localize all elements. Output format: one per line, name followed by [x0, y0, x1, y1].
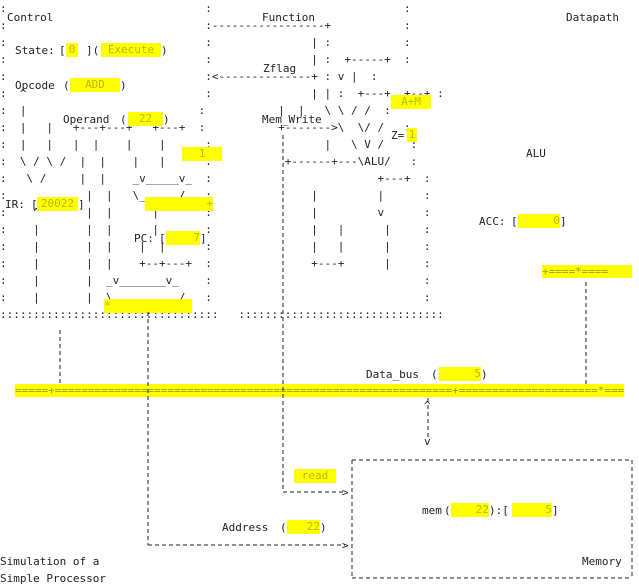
- svg-text:^: ^: [424, 399, 431, 412]
- data-bus-paren-close: ): [481, 368, 488, 381]
- pc-bracket-open: [: [159, 232, 166, 245]
- acc-label: ACC:: [479, 215, 506, 228]
- pc-increment-value: 1: [182, 147, 222, 161]
- zflag-label: Zflag: [263, 62, 297, 75]
- caption-line-1: Simulation of a: [0, 555, 100, 568]
- alu-op-value[interactable]: A+M: [391, 95, 431, 109]
- acc-value[interactable]: 0: [518, 214, 560, 228]
- acc-bracket-close: ]: [560, 215, 567, 228]
- function-title: Function: [262, 11, 315, 24]
- state-value[interactable]: 0: [66, 43, 78, 57]
- mem-op-value[interactable]: read: [294, 469, 336, 483]
- caption-line-2: Simple Processor: [0, 572, 106, 585]
- pc-label: PC:: [134, 232, 154, 245]
- alu-label: ALU: [526, 147, 546, 160]
- opcode-label: Opcode: [15, 79, 55, 92]
- state-bracket-close: ](: [86, 44, 100, 57]
- data-bus-paren-open: (: [431, 368, 438, 381]
- pc-bracket-close: ]: [200, 232, 207, 245]
- operand-paren-close: ): [163, 113, 170, 126]
- state-bracket-open: [: [59, 44, 66, 57]
- memory-title: Memory: [582, 555, 622, 568]
- ir-bracket-open: [: [31, 198, 38, 211]
- address-mux-output: *: [104, 299, 192, 313]
- address-label: Address: [222, 521, 269, 534]
- z-label: Z=: [391, 129, 405, 142]
- operand-paren-open: (: [120, 113, 127, 126]
- data-bus-value[interactable]: 5: [439, 367, 481, 381]
- pc-value[interactable]: 7: [166, 231, 200, 245]
- svg-text:v: v: [424, 435, 431, 448]
- memory-cell-label: mem: [422, 504, 442, 517]
- mem-write-label: Mem_Write: [262, 113, 322, 126]
- svg-text:>: >: [342, 486, 349, 499]
- state-paren-close: ): [161, 44, 168, 57]
- address-paren-close: ): [320, 521, 327, 534]
- address-paren-open: (: [280, 521, 287, 534]
- opcode-paren-close: ): [120, 79, 127, 92]
- pc-adder-output: +: [145, 197, 213, 211]
- operand-label: Operand: [63, 113, 110, 126]
- z-value[interactable]: 1: [407, 128, 417, 142]
- opcode-value[interactable]: ADD: [70, 78, 120, 92]
- address-value[interactable]: 22: [287, 520, 320, 534]
- opcode-paren-open: (: [63, 79, 70, 92]
- ir-label: IR:: [5, 198, 25, 211]
- acc-bracket-open: [: [511, 215, 518, 228]
- ir-value[interactable]: 20022: [37, 197, 78, 211]
- operand-value[interactable]: 22: [128, 112, 163, 126]
- control-title: Control: [7, 11, 54, 24]
- mem-paren-open: (: [444, 504, 451, 517]
- ir-bracket-close: ]: [78, 198, 85, 211]
- data-bus-bar: =====+==================================…: [15, 384, 624, 397]
- memory-cell-address[interactable]: 22: [451, 503, 489, 517]
- state-label: State:: [15, 44, 55, 57]
- acc-output-bar: +====*====: [542, 265, 632, 278]
- datapath-title: Datapath: [566, 11, 619, 24]
- mem-paren-close: ):[: [489, 504, 509, 517]
- mem-bracket-close: ]: [552, 504, 559, 517]
- data-bus-label: Data_bus: [366, 368, 419, 381]
- svg-text:>: >: [342, 539, 349, 552]
- memory-cell-value[interactable]: 5: [512, 503, 552, 517]
- state-name[interactable]: Execute: [101, 43, 161, 57]
